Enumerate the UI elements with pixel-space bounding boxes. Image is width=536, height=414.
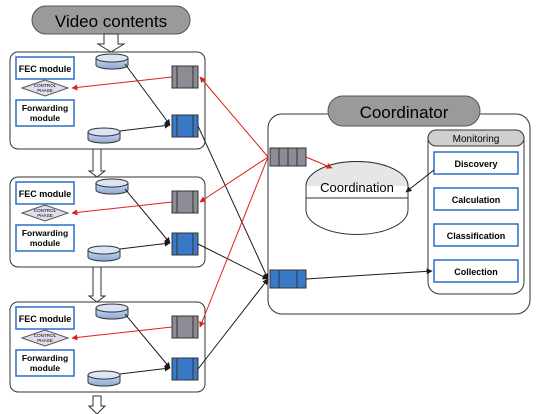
output-to-data-queue-arrow xyxy=(119,240,171,250)
monitoring-item-label: Discovery xyxy=(454,159,497,169)
coordinator-group: Coordinator Coordination Monitoring Disc… xyxy=(267,95,531,315)
fec-module: FEC module xyxy=(15,306,75,330)
data-queue xyxy=(171,114,199,138)
control-queue xyxy=(171,65,199,89)
fec-module-label: FEC module xyxy=(19,189,72,199)
output-to-data-queue-arrow xyxy=(119,122,171,132)
output-to-data-queue-arrow xyxy=(119,365,171,375)
input-buffer-cylinder xyxy=(95,53,129,70)
coordinator-to-node-control-arrow xyxy=(199,156,269,203)
monitoring-header xyxy=(427,129,525,147)
output-buffer-cylinder xyxy=(87,127,121,144)
control-queue xyxy=(171,315,199,339)
fec-module-label: FEC module xyxy=(19,314,72,324)
monitoring-item-discovery: Discovery xyxy=(433,151,519,175)
monitoring-item-calculation: Calculation xyxy=(433,187,519,211)
node-to-coordinator-data-arrow xyxy=(197,125,269,280)
buffer-to-data-queue-arrow xyxy=(124,313,171,369)
down-arrow-icon xyxy=(87,395,107,414)
input-buffer-cylinder xyxy=(95,303,129,320)
output-buffer-cylinder xyxy=(87,370,121,387)
fec-module: FEC module xyxy=(15,56,75,80)
input-buffer-cylinder xyxy=(95,178,129,195)
output-buffer-cylinder xyxy=(87,245,121,262)
coordinator-control-queue xyxy=(269,147,307,167)
monitoring-item-label: Classification xyxy=(447,231,506,241)
monitoring-title: Monitoring xyxy=(453,134,500,145)
down-arrow-icon xyxy=(87,148,107,178)
coordinator-data-queue xyxy=(269,269,307,289)
coordinator-header xyxy=(327,95,481,127)
down-arrow-icon xyxy=(87,266,107,303)
video-contents-banner: Video contents xyxy=(31,5,191,35)
control-queue-to-coordination-arrow xyxy=(305,156,333,169)
video-contents-title: Video contents xyxy=(55,12,167,31)
control-to-phase-arrow xyxy=(71,76,173,91)
control-queue xyxy=(171,190,199,214)
data-queue-to-collection-arrow xyxy=(305,268,433,280)
control-to-phase-arrow xyxy=(71,201,173,216)
monitoring-item-collection: Collection xyxy=(433,259,519,283)
buffer-to-data-queue-arrow xyxy=(124,188,171,244)
node-to-coordinator-data-arrow xyxy=(197,278,269,370)
monitoring-item-label: Collection xyxy=(454,267,498,277)
monitoring-item-label: Calculation xyxy=(452,195,501,205)
buffer-to-data-queue-arrow xyxy=(124,63,171,126)
control-to-phase-arrow xyxy=(71,326,173,341)
data-queue xyxy=(171,357,199,381)
coordination-label: Coordination xyxy=(320,180,394,195)
data-queue xyxy=(171,232,199,256)
coordinator-to-node-control-arrow xyxy=(199,156,269,328)
discovery-to-coordination-arrow xyxy=(405,169,435,193)
down-arrow-icon xyxy=(96,33,126,53)
fec-module-label: FEC module xyxy=(19,64,72,74)
monitoring-item-classification: Classification xyxy=(433,223,519,247)
node-to-coordinator-data-arrow xyxy=(197,243,269,280)
coordinator-to-node-control-arrow xyxy=(199,76,269,158)
fec-module: FEC module xyxy=(15,181,75,205)
coordinator-title: Coordinator xyxy=(360,103,449,122)
